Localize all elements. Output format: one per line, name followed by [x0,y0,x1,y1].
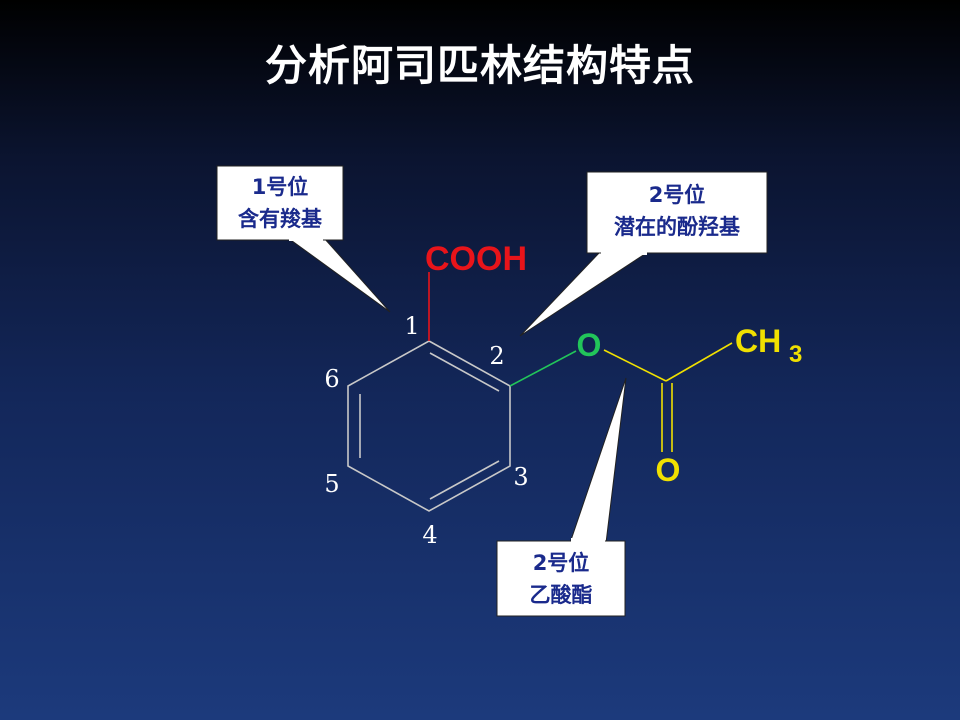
ring-number-3: 3 [513,463,528,491]
callout-1-pointer [286,237,391,313]
ring-number-5: 5 [324,470,339,498]
callout-1-joint [289,236,323,241]
callout-2-box [586,171,768,254]
ring-double-bond-2 [429,460,500,500]
methyl-subscript: 3 [789,341,802,368]
callout-2-joint [601,250,647,255]
carboxyl-label: COOH [425,240,527,278]
callout-3-line2: 乙酸酯 [530,583,593,607]
callout-1-box [216,165,344,241]
slide-title: 分析阿司匹林结构特点 [264,41,695,90]
callout-2-pointer [519,251,650,337]
ring-number-6: 6 [324,365,339,393]
callout-2-line1: 2号位 [649,183,706,207]
methyl-label: CH [735,323,781,359]
ester-oxygen-bond [509,350,577,387]
ring-number-2: 2 [489,342,504,370]
ring-number-4: 4 [422,521,437,549]
callout-3-joint [571,538,605,544]
callout-2-line2: 潜在的酚羟基 [614,215,741,239]
ring-number-1: 1 [404,312,419,340]
carbonyl-oxygen-label: O [656,452,681,488]
ring-double-bond-1 [429,352,500,392]
callout-3-line1: 2号位 [533,551,590,575]
benzene-ring [347,340,511,512]
acetyl-bond-c-ch3 [665,342,733,382]
callout-3-pointer [569,377,627,544]
callout-1-line2: 含有羧基 [238,207,323,231]
callout-1-line1: 1号位 [252,175,309,199]
ester-oxygen-label: O [577,327,602,363]
callout-3-box [496,540,626,617]
acetyl-bond-o-c [603,349,667,382]
